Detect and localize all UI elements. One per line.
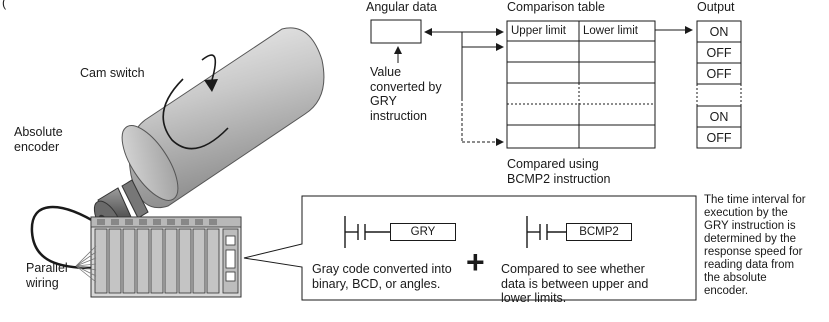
gry-instruction-block: GRY — [390, 223, 456, 241]
plc-slots — [94, 228, 220, 294]
plc-rack — [90, 216, 242, 298]
output-header: Output — [697, 0, 735, 14]
output-cell: OFF — [706, 67, 732, 81]
clipped-paren: ( — [2, 0, 7, 10]
angular-data-header: Angular data — [366, 0, 437, 14]
output-cell: ON — [709, 25, 729, 39]
output-column-grid — [696, 20, 742, 149]
encoder-cable — [30, 205, 101, 270]
bcmp2-rung — [526, 216, 566, 248]
output-cell: ON — [709, 110, 729, 124]
compared-using-label: Compared using BCMP2 instruction — [507, 157, 611, 186]
bcmp2-caption: Compared to see whether data is between … — [501, 262, 649, 305]
cam-switch-cylinder — [121, 27, 325, 208]
comparison-table-grid — [506, 20, 656, 149]
value-converted-label: Value converted by GRY instruction — [370, 65, 442, 123]
upper-limit-header: Upper limit — [511, 25, 566, 37]
absolute-encoder-label: Absolute encoder — [14, 125, 63, 154]
gry-caption: Gray code converted into binary, BCD, or… — [312, 262, 452, 291]
parallel-wiring-label: Parallel wiring — [26, 261, 68, 290]
plc-module-tops — [97, 219, 217, 225]
ladder-callout — [243, 195, 697, 301]
rotation-arrow — [162, 54, 229, 150]
parallel-wiring-fan — [75, 245, 97, 283]
timing-note: The time interval for execution by the G… — [704, 194, 806, 297]
angular-data-box — [370, 19, 422, 44]
lower-limit-header: Lower limit — [583, 25, 638, 37]
bcmp2-instruction-block: BCMP2 — [566, 223, 632, 241]
cam-switch-label: Cam switch — [80, 66, 145, 80]
output-cell: OFF — [706, 46, 732, 60]
comparison-table-header: Comparison table — [507, 0, 605, 14]
gry-rung — [344, 216, 390, 248]
output-cell: OFF — [706, 131, 732, 145]
plus-symbol: + — [466, 244, 485, 280]
